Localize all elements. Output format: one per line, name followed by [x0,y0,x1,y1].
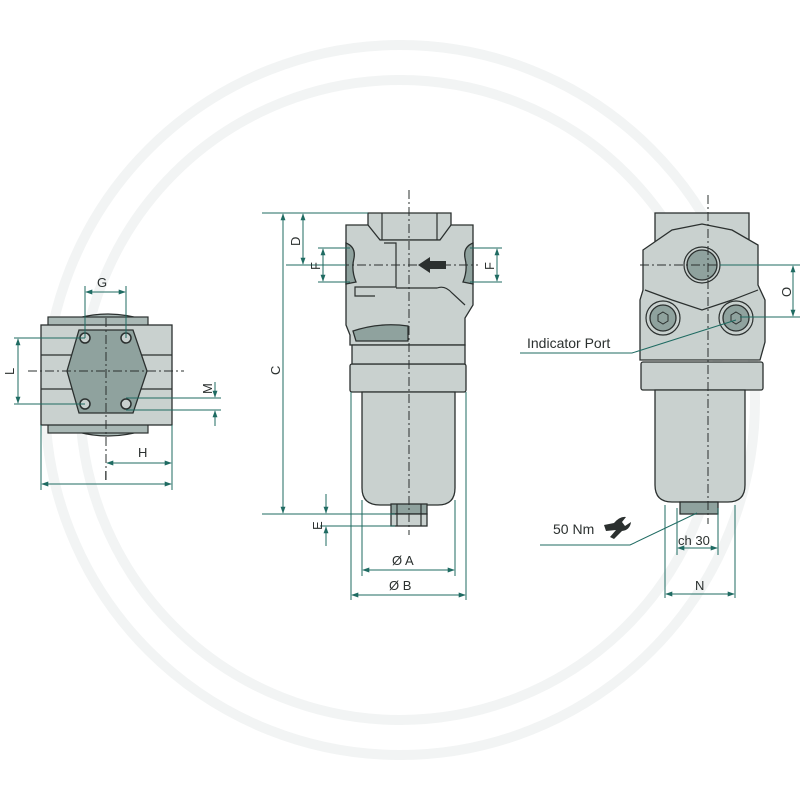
dimension-label-ch: ch 30 [678,533,710,548]
side-collar [640,361,764,391]
dimension-label-O: O [779,287,794,297]
bowl-collar [349,363,467,393]
filter-head [345,224,474,346]
dimension-label-F-right: F [482,262,497,270]
indicator-port-leader [520,319,737,354]
dimension-label-M: M [200,383,215,394]
inlet-port [345,242,357,285]
indicator-port-label: Indicator Port [527,335,610,351]
dimension-label-E: E [310,521,325,530]
wrench-icon [604,516,631,539]
dimension-label-F-left: F [308,262,323,270]
torque-label: 50 Nm [553,521,594,537]
hex-socket-icon [730,311,742,325]
dimension-label-A: Ø A [392,553,414,568]
hex-socket-icon [657,311,669,325]
side-drain-plug [679,501,719,515]
bolt-hole [120,398,132,410]
dimension-label-G: G [97,275,107,290]
dimension-label-C: C [268,366,283,375]
indicator-port-plug [722,304,750,332]
bypass-channel [352,324,409,342]
dimension-label-N: N [695,578,704,593]
outlet-port [462,242,474,285]
torque-leader [540,512,698,546]
front-view: C D F F E Ø A Ø B [262,190,502,600]
side-bowl [654,389,746,503]
side-head [639,223,766,361]
dimension-label-H: H [138,445,147,460]
top-view: G L M H I [2,275,221,490]
dimension-label-I: I [104,468,108,483]
dimension-label-D: D [288,237,303,246]
bolt-left [649,304,677,332]
dimension-label-L: L [2,368,17,375]
dimension-label-B: Ø B [389,578,411,593]
side-view: O Indicator Port 50 Nm ch 30 N [520,195,800,598]
